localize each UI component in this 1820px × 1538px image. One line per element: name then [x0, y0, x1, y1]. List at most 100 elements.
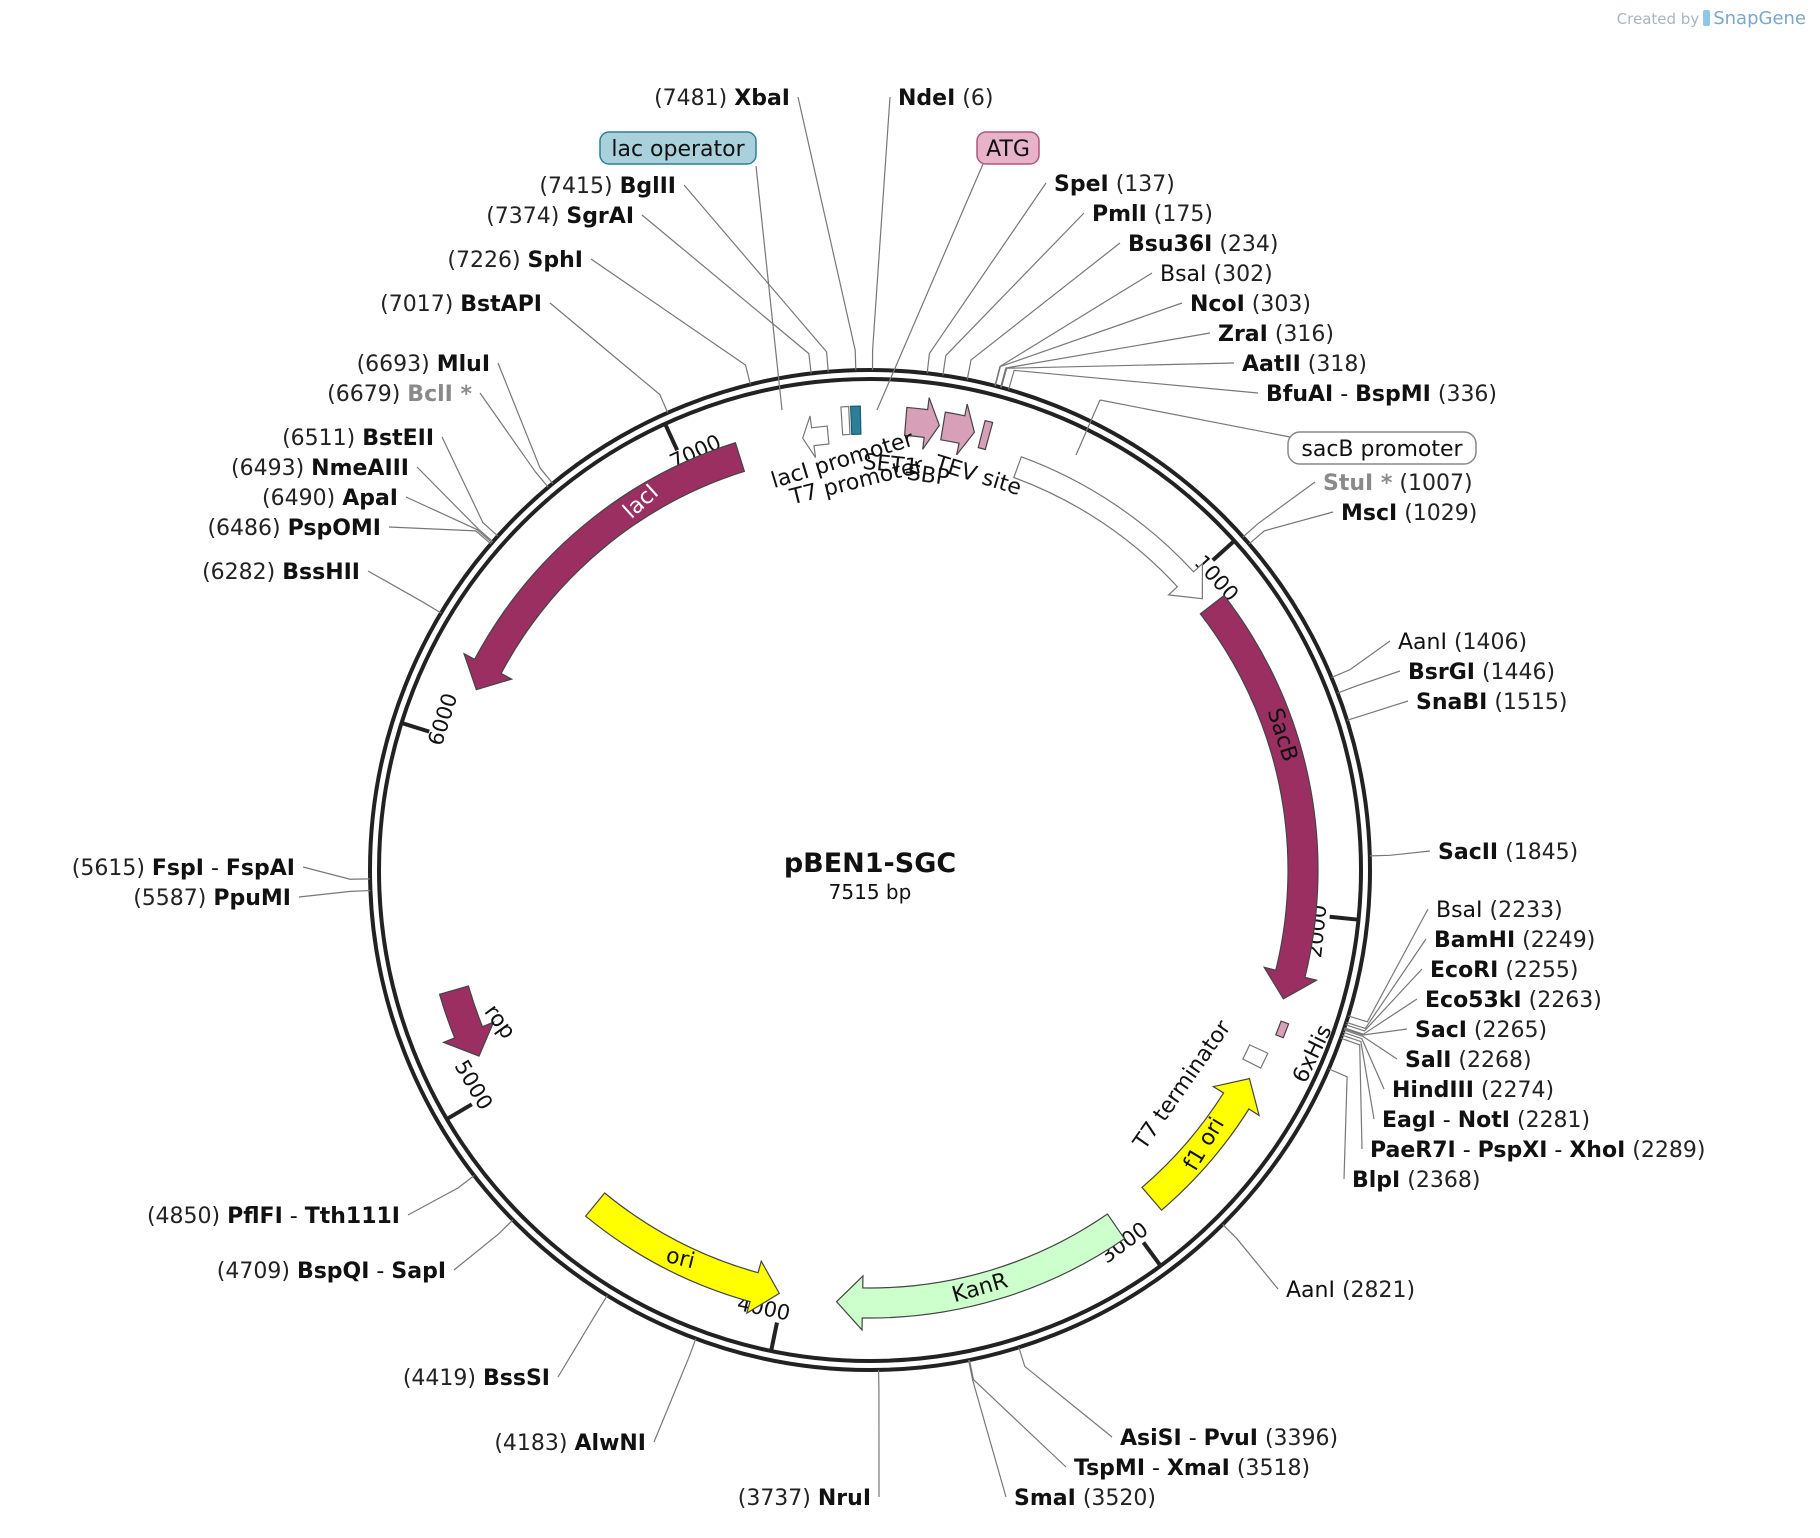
- site-gap: [613, 174, 620, 199]
- site-gap: [1392, 471, 1399, 496]
- site-enzyme-name: PspXI: [1478, 1138, 1548, 1163]
- site-gap: [559, 204, 566, 229]
- site-hindiii: HindIII (2274): [1392, 1078, 1554, 1103]
- created-by-text: Created by: [1616, 10, 1700, 28]
- site-enzyme-name: BglII: [620, 174, 676, 199]
- site-bglii: (7415) BglII: [539, 174, 676, 199]
- site-enzyme-name: BlpI: [1352, 1168, 1400, 1193]
- site-gap: [955, 86, 962, 111]
- site-position: (3518): [1237, 1456, 1310, 1481]
- site-gap: [1447, 630, 1454, 655]
- site-gap: [400, 382, 407, 407]
- site-gap: [1515, 928, 1522, 953]
- sacb-promoter-box: sacB promoter: [1287, 431, 1477, 465]
- site-enzyme-name: AlwNI: [575, 1431, 647, 1456]
- site-position: (6679): [327, 382, 400, 407]
- site-enzyme-name: BssHII: [282, 560, 360, 585]
- site-xbai: (7481) XbaI: [654, 86, 790, 111]
- site-position: (2289): [1632, 1138, 1705, 1163]
- site-sgrai: (7374) SgrAI: [486, 204, 634, 229]
- site-pspomi: (6486) PspOMI: [207, 516, 381, 541]
- site-gap: [1522, 988, 1529, 1013]
- site-leader-eagi: [1341, 1034, 1375, 1120]
- site-leader-stui: [1242, 481, 1316, 538]
- site-alwni: (4183) AlwNI: [494, 1431, 646, 1456]
- site-gap: [727, 86, 734, 111]
- site-leader-nmeaiii: [416, 466, 494, 543]
- site-enzyme-name: BfuAI: [1266, 382, 1333, 407]
- feature-lac-operator: [849, 405, 862, 436]
- feature-kanr: [835, 1213, 1126, 1332]
- lac-operator-box: lac operator: [599, 131, 757, 165]
- site-bcli: (6679) BclI *: [327, 382, 472, 407]
- atg-box: ATG: [976, 131, 1040, 165]
- feature-t7-promoter: [840, 405, 851, 436]
- site-position: (2821): [1342, 1278, 1415, 1303]
- site-gap: [355, 426, 362, 451]
- site-position: (2255): [1505, 958, 1578, 983]
- lac-operator-box-bg: [599, 131, 757, 165]
- site-gap: [281, 516, 288, 541]
- site-enzyme-name: BclI *: [407, 382, 472, 407]
- site-spei: SpeI (137): [1054, 172, 1175, 197]
- feature-sacb: [1199, 594, 1319, 1000]
- snapgene-logo-icon: [1703, 10, 1711, 26]
- site-asisi: AsiSI - PvuI (3396): [1120, 1426, 1338, 1451]
- snapgene-name: SnapGene: [1713, 8, 1806, 29]
- site-gap: [1207, 262, 1214, 287]
- site-position: (137): [1116, 172, 1175, 197]
- site-position: (7481): [654, 86, 727, 111]
- site-enzyme-name: SphI: [528, 248, 583, 273]
- site-position: (2281): [1517, 1108, 1590, 1133]
- tick-label-5000: 5000: [450, 1056, 498, 1114]
- site-ndei: NdeI (6): [898, 86, 993, 111]
- site-leader-bamhi: [1346, 938, 1427, 1030]
- site-gap: [1230, 1456, 1237, 1481]
- site-enzyme-name: StuI *: [1323, 471, 1393, 496]
- site-position: (2368): [1407, 1168, 1480, 1193]
- site-zrai: ZraI (316): [1218, 322, 1334, 347]
- site-enzyme-name: BspQI: [297, 1259, 370, 1284]
- feature-t7-terminator: [1242, 1044, 1269, 1069]
- site-position: (302): [1214, 262, 1273, 287]
- sacb-promoter-label: sacB promoter: [1301, 437, 1463, 462]
- site-leader-bsteii: [441, 436, 499, 537]
- site-bsai302: BsaI (302): [1160, 262, 1273, 287]
- site-gap: [1301, 352, 1308, 377]
- site-enzyme-name: PaeR7I: [1370, 1138, 1456, 1163]
- site-enzyme-name: AatII: [1242, 352, 1301, 377]
- site-enzyme-name: ZraI: [1218, 322, 1268, 347]
- site-enzyme-name: PflFI: [227, 1204, 283, 1229]
- site-position: (6282): [202, 560, 275, 585]
- site-position: (4850): [147, 1204, 220, 1229]
- site-ppumi: (5587) PpuMI: [133, 886, 291, 911]
- site-leader-bfuai: [1008, 369, 1259, 394]
- site-enzyme-name: SalI: [1405, 1048, 1451, 1073]
- site-position: (6490): [262, 486, 335, 511]
- site-position: (2233): [1490, 898, 1563, 923]
- site-leader-aani1406: [1331, 640, 1391, 679]
- site-nmeaiii: (6493) NmeAIII: [231, 456, 409, 481]
- site-enzyme-name: SacI: [1415, 1018, 1467, 1043]
- site-leader-ecori: [1345, 968, 1423, 1032]
- site-bfuai: BfuAI - BspMI (336): [1266, 382, 1497, 407]
- site-stui: StuI * (1007): [1323, 471, 1473, 496]
- site-sacii: SacII (1845): [1438, 840, 1578, 865]
- site-enzyme-name: PpuMI: [213, 886, 291, 911]
- site-gap: [476, 1366, 483, 1391]
- center-title: pBEN1-SGC 7515 bp: [784, 848, 956, 904]
- site-eagi: EagI - NotI (2281): [1382, 1108, 1590, 1133]
- tick-3000: [1141, 1241, 1163, 1267]
- boxed-feature-labels: lac operator ATG sacB promoter: [599, 131, 1477, 465]
- site-enzyme-name: PvuI: [1204, 1426, 1258, 1451]
- site-position: (5615): [72, 856, 145, 881]
- feature-sbp: [940, 403, 976, 456]
- site-separator: -: [283, 1204, 305, 1229]
- site-enzyme-name: XbaI: [734, 86, 790, 111]
- site-gap: [1510, 1108, 1517, 1133]
- site-position: (3520): [1083, 1486, 1156, 1511]
- site-separator: -: [1547, 1138, 1569, 1163]
- site-fspi: (5615) FspI - FspAI: [72, 856, 295, 881]
- site-enzyme-name: BsaI: [1160, 262, 1207, 287]
